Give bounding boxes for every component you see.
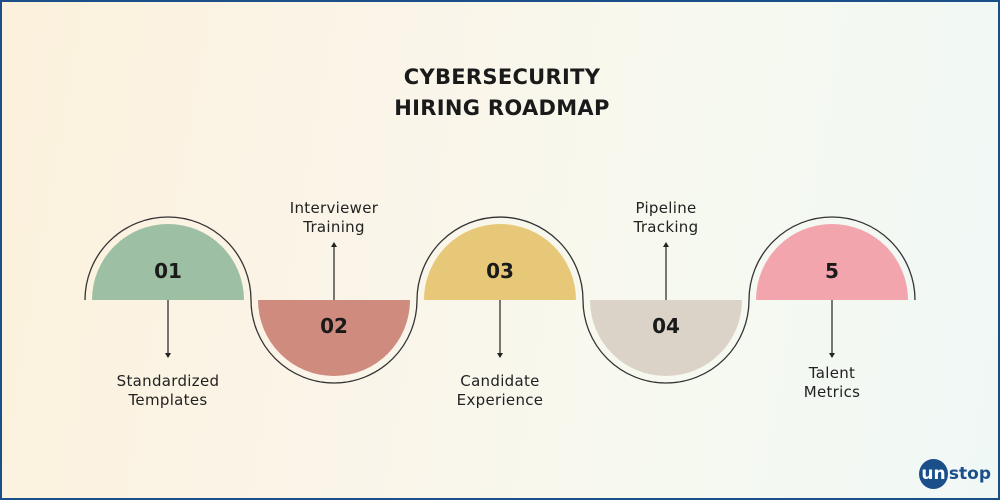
step-1-arrow — [165, 300, 171, 358]
step-4-label: Pipeline Tracking — [586, 199, 746, 237]
title-line-1: CYBERSECURITY — [403, 65, 601, 89]
step-2-label-line-1: Interviewer — [289, 199, 379, 217]
page-title: CYBERSECURITY HIRING ROADMAP — [302, 62, 702, 124]
step-2-arrow — [331, 242, 337, 300]
step-2-label: Interviewer Training — [254, 199, 414, 237]
connector-outline — [84, 216, 916, 384]
arc-step-5 — [748, 216, 916, 301]
step-5-label: Talent Metrics — [752, 364, 912, 402]
step-4-number: 04 — [652, 314, 680, 338]
step-3-label-line-1: Candidate — [460, 372, 540, 390]
step-3-label: Candidate Experience — [420, 372, 580, 410]
arc-step-4 — [582, 299, 750, 384]
arc-step-1 — [84, 216, 252, 301]
step-3-semicircle — [424, 224, 576, 300]
step-3-arrow — [497, 300, 503, 358]
title-line-2: HIRING ROADMAP — [394, 96, 610, 120]
arc-step-3 — [416, 216, 584, 301]
step-5-arrow — [829, 300, 835, 358]
step-4-semicircle — [590, 300, 742, 376]
arc-step-2 — [250, 299, 418, 384]
step-5-semicircle — [756, 224, 908, 300]
step-5-number: 5 — [825, 259, 839, 283]
step-5-label-line-1: Talent — [808, 364, 856, 382]
step-2-semicircle — [258, 300, 410, 376]
step-5-label-line-2: Metrics — [803, 383, 861, 401]
step-4-label-line-1: Pipeline — [635, 199, 697, 217]
step-1-label: Standardized Templates — [88, 372, 248, 410]
unstop-logo: un stop — [919, 457, 991, 491]
step-3-label-line-2: Experience — [456, 391, 544, 409]
step-4-arrow — [663, 242, 669, 300]
step-4-label-line-2: Tracking — [633, 218, 699, 236]
step-1-label-line-2: Templates — [128, 391, 208, 409]
step-1-number: 01 — [154, 259, 182, 283]
logo-badge: un — [919, 459, 948, 489]
step-1-semicircle — [92, 224, 244, 300]
logo-wordmark: stop — [948, 464, 991, 484]
step-2-number: 02 — [320, 314, 348, 338]
step-1-label-line-1: Standardized — [116, 372, 220, 390]
step-2-label-line-2: Training — [303, 218, 365, 236]
step-3-number: 03 — [486, 259, 514, 283]
